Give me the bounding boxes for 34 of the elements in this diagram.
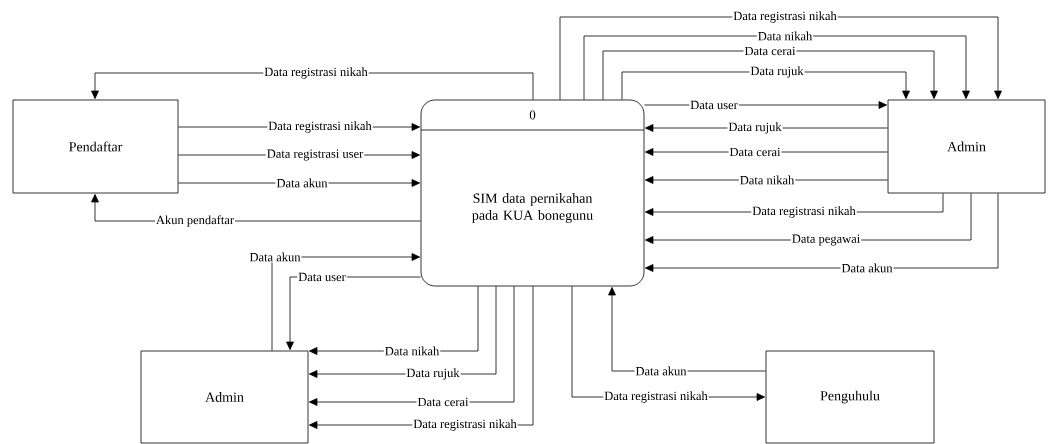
edge-label: Data nikah (383, 345, 441, 357)
edge-label: Data rujuk (727, 121, 783, 135)
edge-label: Data akun (248, 251, 302, 263)
edge-label: Data registrasi user (265, 148, 365, 162)
edge-label: Data registrasi nikah (267, 120, 373, 134)
edge-label: Data nikah (738, 174, 796, 186)
edge-label: Data registrasi nikah (732, 10, 838, 24)
edge-label: Data cerai (728, 146, 782, 158)
process-label: SIM data pernikahan pada KUA bonegunu (472, 193, 593, 223)
entity-box: Admin (887, 99, 1046, 194)
edge-label: Data pegawai (790, 233, 862, 247)
entity-box: Penguhulu (765, 350, 935, 444)
entity-box: Admin (140, 350, 309, 444)
edge-label: Data cerai (743, 45, 797, 57)
edge-label: Data cerai (416, 396, 470, 408)
arrow (271, 253, 420, 351)
edge-label: Akun pendaftar (154, 214, 236, 228)
arrow (602, 50, 938, 100)
edge-label: Data user (689, 99, 739, 111)
edge-label: Data akun (840, 262, 894, 274)
process-number: 0 (529, 110, 536, 120)
edge-label: Data registrasi nikah (412, 418, 518, 432)
edge-label: Data rujuk (405, 367, 461, 381)
arrow (645, 193, 999, 272)
arrow (583, 35, 970, 100)
entity-box: Pendaftar (12, 99, 179, 194)
edge-label: Data user (297, 271, 347, 283)
edge-label: Data akun (634, 365, 688, 377)
edge-label: Data rujuk (749, 65, 805, 79)
edge-label: Data akun (275, 177, 329, 189)
edge-label: Data registrasi nikah (603, 390, 709, 404)
edge-label: Data registrasi nikah (751, 205, 857, 219)
edge-label: Data nikah (756, 30, 814, 42)
edge-label: Data registrasi nikah (263, 66, 369, 80)
